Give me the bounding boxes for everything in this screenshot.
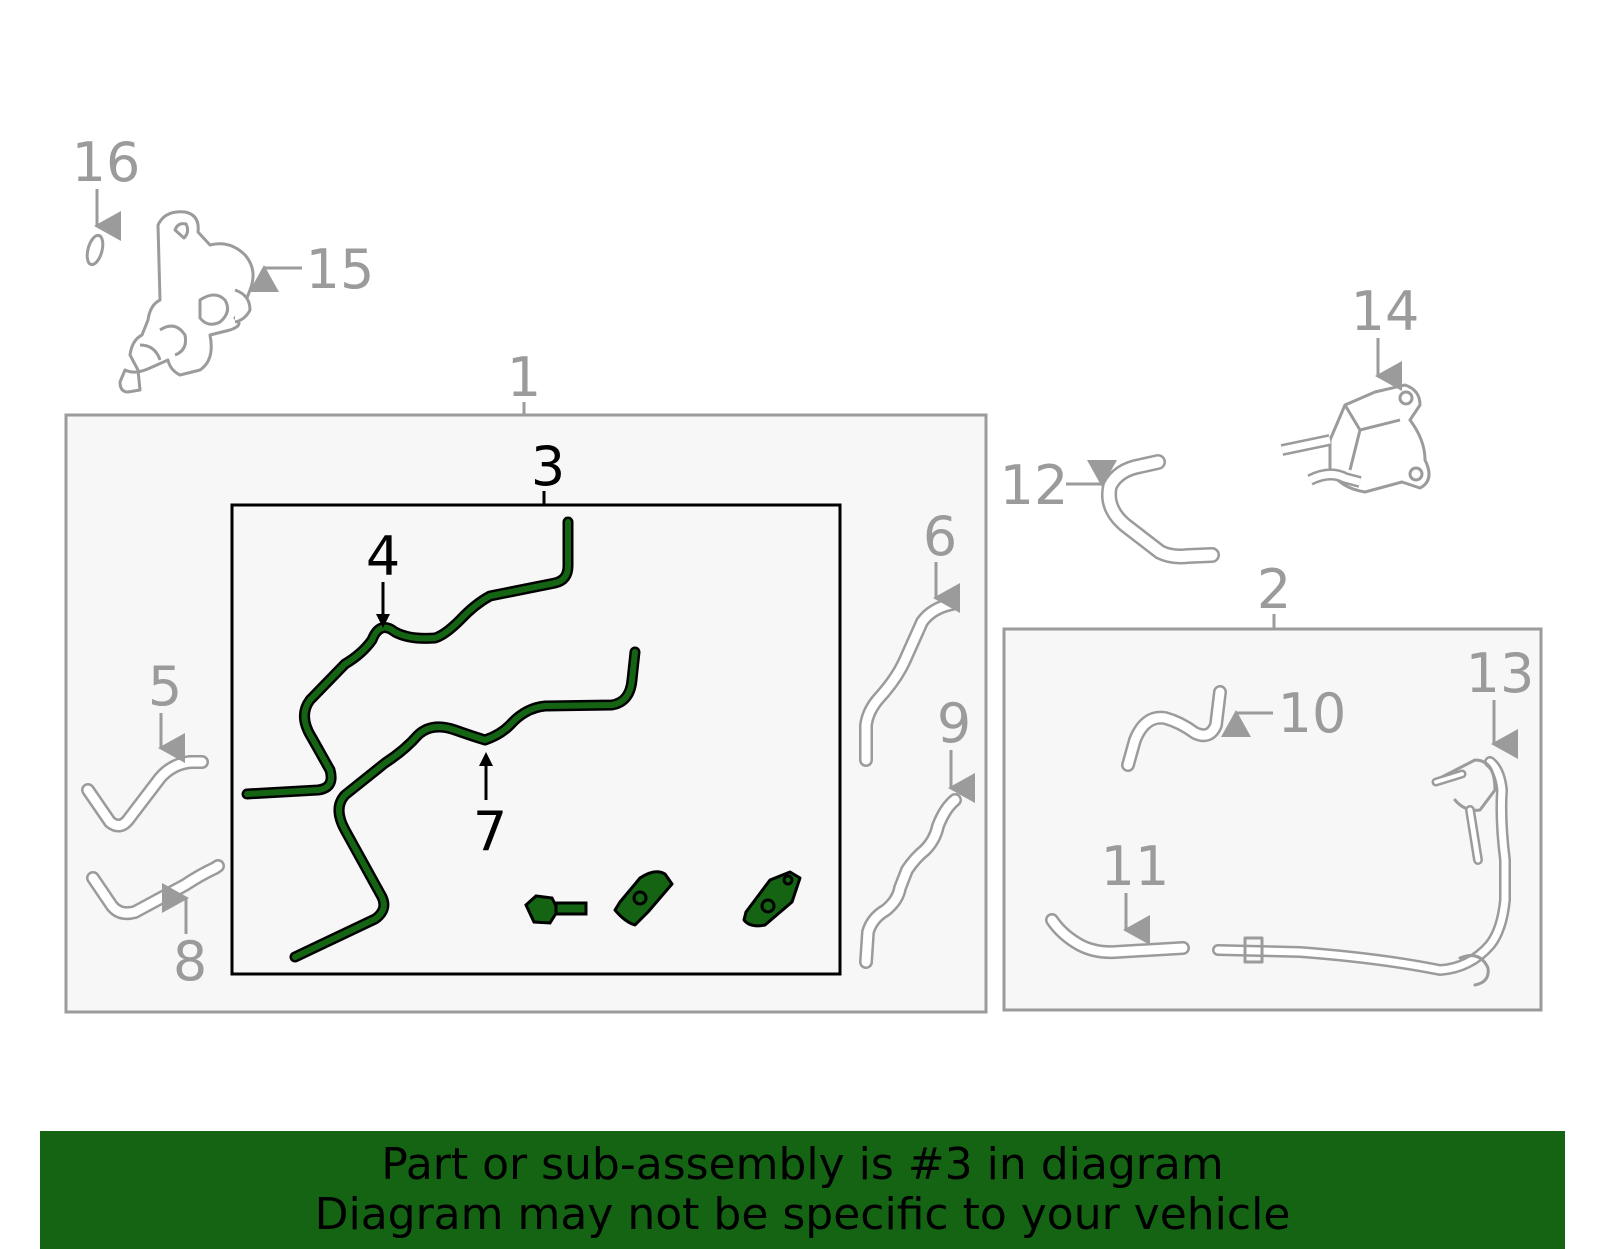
callout-11: 11 xyxy=(1101,835,1170,898)
water-outlet-15 xyxy=(118,210,255,394)
hose-7[interactable] xyxy=(289,646,641,963)
info-banner: Part or sub-assembly is #3 in diagram Di… xyxy=(40,1131,1565,1249)
callout-15: 15 xyxy=(306,238,375,301)
callout-14: 14 xyxy=(1351,280,1420,343)
bypass-pipe-13 xyxy=(1212,756,1511,987)
bolt[interactable] xyxy=(524,894,588,925)
callout-13: 13 xyxy=(1466,642,1535,705)
callout-5: 5 xyxy=(148,655,182,718)
bracket[interactable] xyxy=(742,870,802,928)
hose-12 xyxy=(1101,454,1220,565)
callout-4: 4 xyxy=(366,525,400,588)
hose-4[interactable] xyxy=(241,516,574,800)
o-ring-16 xyxy=(85,233,105,267)
callout-8: 8 xyxy=(173,930,207,993)
hose-9 xyxy=(859,793,962,969)
hose-5 xyxy=(81,755,209,833)
callout-1: 1 xyxy=(507,346,541,409)
callout-12: 12 xyxy=(1000,454,1069,517)
banner-line-1: Part or sub-assembly is #3 in diagram xyxy=(381,1139,1224,1190)
callout-2: 2 xyxy=(1257,558,1291,621)
callout-9: 9 xyxy=(937,692,971,755)
oil-cooler-14 xyxy=(1280,383,1431,494)
banner-line-2: Diagram may not be specific to your vehi… xyxy=(314,1189,1291,1240)
callout-10: 10 xyxy=(1278,682,1347,745)
hose-11 xyxy=(1045,913,1190,960)
callout-3: 3 xyxy=(531,435,565,498)
callout-6: 6 xyxy=(923,505,957,568)
hose-10 xyxy=(1121,685,1227,772)
hose-8 xyxy=(86,859,225,921)
callout-16: 16 xyxy=(72,131,141,194)
hose-clamp[interactable] xyxy=(613,870,674,927)
callout-7: 7 xyxy=(473,800,507,863)
